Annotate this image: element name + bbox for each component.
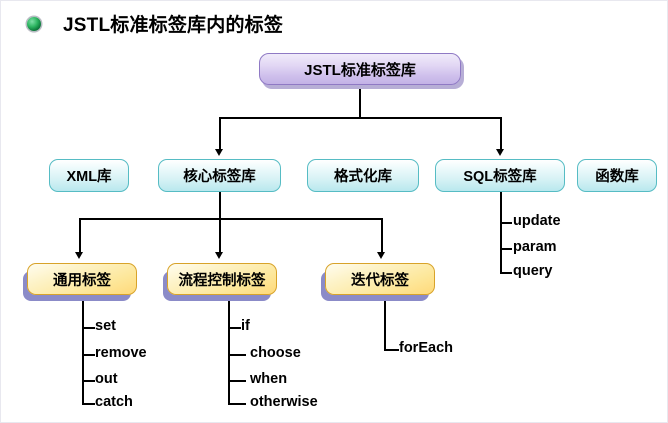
connector-iter-foreach xyxy=(384,349,399,351)
leaf-flow-otherwise[interactable]: otherwise xyxy=(250,394,318,410)
connector-drop-group-flow xyxy=(219,218,221,254)
node-library-format[interactable]: 格式化库 xyxy=(307,159,419,192)
leaf-flow-if[interactable]: if xyxy=(241,318,250,334)
connector-common-stem xyxy=(82,301,84,404)
node-root-jstl-library[interactable]: JSTL标准标签库 xyxy=(259,53,461,85)
connector-drop-group-common xyxy=(79,218,81,254)
connector-level2-bus xyxy=(219,117,501,119)
connector-sql-param xyxy=(500,248,512,250)
leaf-iter-foreach[interactable]: forEach xyxy=(399,340,453,356)
arrowhead-core xyxy=(215,149,223,156)
node-group-common-tags[interactable]: 通用标签 xyxy=(27,263,137,295)
page-title: JSTL标准标签库内的标签 xyxy=(63,15,284,36)
leaf-common-catch[interactable]: catch xyxy=(95,394,133,410)
leaf-sql-query[interactable]: query xyxy=(513,263,553,279)
connector-iter-stem xyxy=(384,301,386,351)
green-bullet-icon xyxy=(27,17,41,31)
page-header: JSTL标准标签库内的标签 xyxy=(1,5,667,37)
node-library-function[interactable]: 函数库 xyxy=(577,159,657,192)
connector-flow-stem xyxy=(228,301,230,404)
node-library-sql[interactable]: SQL标签库 xyxy=(435,159,565,192)
leaf-flow-choose[interactable]: choose xyxy=(250,345,301,361)
node-library-core[interactable]: 核心标签库 xyxy=(158,159,281,192)
connector-sql-stem xyxy=(500,192,502,274)
connector-common-set xyxy=(82,327,95,329)
connector-drop-group-iter xyxy=(381,218,383,254)
leaf-flow-when[interactable]: when xyxy=(250,371,288,387)
connector-root-stem xyxy=(359,89,361,118)
connector-sql-query xyxy=(500,272,512,274)
connector-flow-choose xyxy=(228,354,246,356)
arrowhead-group-flow xyxy=(215,252,223,259)
connector-sql-update xyxy=(500,222,512,224)
connector-flow-when xyxy=(228,380,246,382)
connector-drop-core xyxy=(219,117,221,151)
connector-flow-otherwise xyxy=(228,403,246,405)
connector-flow-if xyxy=(228,327,241,329)
connector-group-bus xyxy=(79,218,382,220)
connector-common-remove xyxy=(82,354,95,356)
leaf-common-out[interactable]: out xyxy=(95,371,118,387)
leaf-sql-update[interactable]: update xyxy=(513,213,561,229)
leaf-sql-param[interactable]: param xyxy=(513,239,557,255)
connector-drop-sql xyxy=(500,117,502,151)
arrowhead-sql xyxy=(496,149,504,156)
node-group-flow-control-tags[interactable]: 流程控制标签 xyxy=(167,263,277,295)
leaf-common-remove[interactable]: remove xyxy=(95,345,147,361)
leaf-common-set[interactable]: set xyxy=(95,318,116,334)
node-library-xml[interactable]: XML库 xyxy=(49,159,129,192)
node-group-iteration-tags[interactable]: 迭代标签 xyxy=(325,263,435,295)
arrowhead-group-iter xyxy=(377,252,385,259)
connector-core-stem xyxy=(219,192,221,219)
connector-common-catch xyxy=(82,403,95,405)
arrowhead-group-common xyxy=(75,252,83,259)
connector-common-out xyxy=(82,380,95,382)
